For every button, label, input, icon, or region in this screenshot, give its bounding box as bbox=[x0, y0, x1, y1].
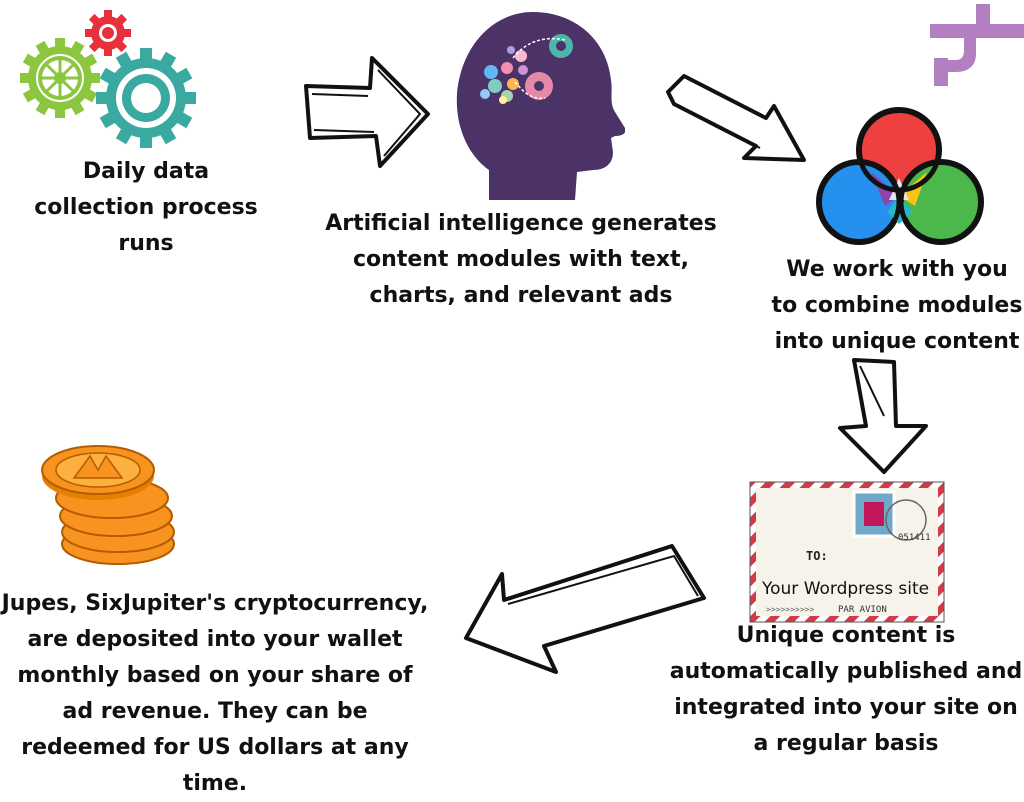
ai-head-icon bbox=[456, 12, 625, 200]
step-combine-text: We work with you to combine modules into… bbox=[771, 257, 1023, 354]
arrow-down-icon bbox=[838, 358, 928, 474]
step-publish-text: Unique content is automatically publishe… bbox=[669, 623, 1023, 756]
envelope-address: Your Wordpress site bbox=[761, 579, 929, 599]
envelope-to-label: TO: bbox=[806, 549, 828, 563]
svg-text:>>>>>>>>>>: >>>>>>>>>> bbox=[766, 605, 814, 614]
par-avion-label: PAR AVION bbox=[838, 605, 887, 615]
step-collect-text: Daily data collection process runs bbox=[34, 159, 258, 256]
gears-icon bbox=[20, 10, 196, 148]
venn-diagram-icon bbox=[816, 107, 984, 245]
step-payout-text: Jupes, SixJupiter's cryptocurrency, are … bbox=[1, 591, 429, 796]
arrow-right-icon bbox=[304, 56, 430, 168]
coins-icon bbox=[41, 445, 175, 565]
logo-glyph: 6 bbox=[982, 38, 991, 54]
sixjupiter-logo: 6 bbox=[930, 4, 1024, 86]
envelope-icon: 051411 TO: Your Wordpress site >>>>>>>>>… bbox=[749, 481, 945, 623]
postmark-text: 051411 bbox=[898, 533, 931, 543]
arrow-diagonal-icon bbox=[666, 74, 806, 162]
step-ai-text: Artificial intelligence generates conten… bbox=[325, 211, 717, 308]
arrow-left-icon bbox=[464, 544, 706, 674]
